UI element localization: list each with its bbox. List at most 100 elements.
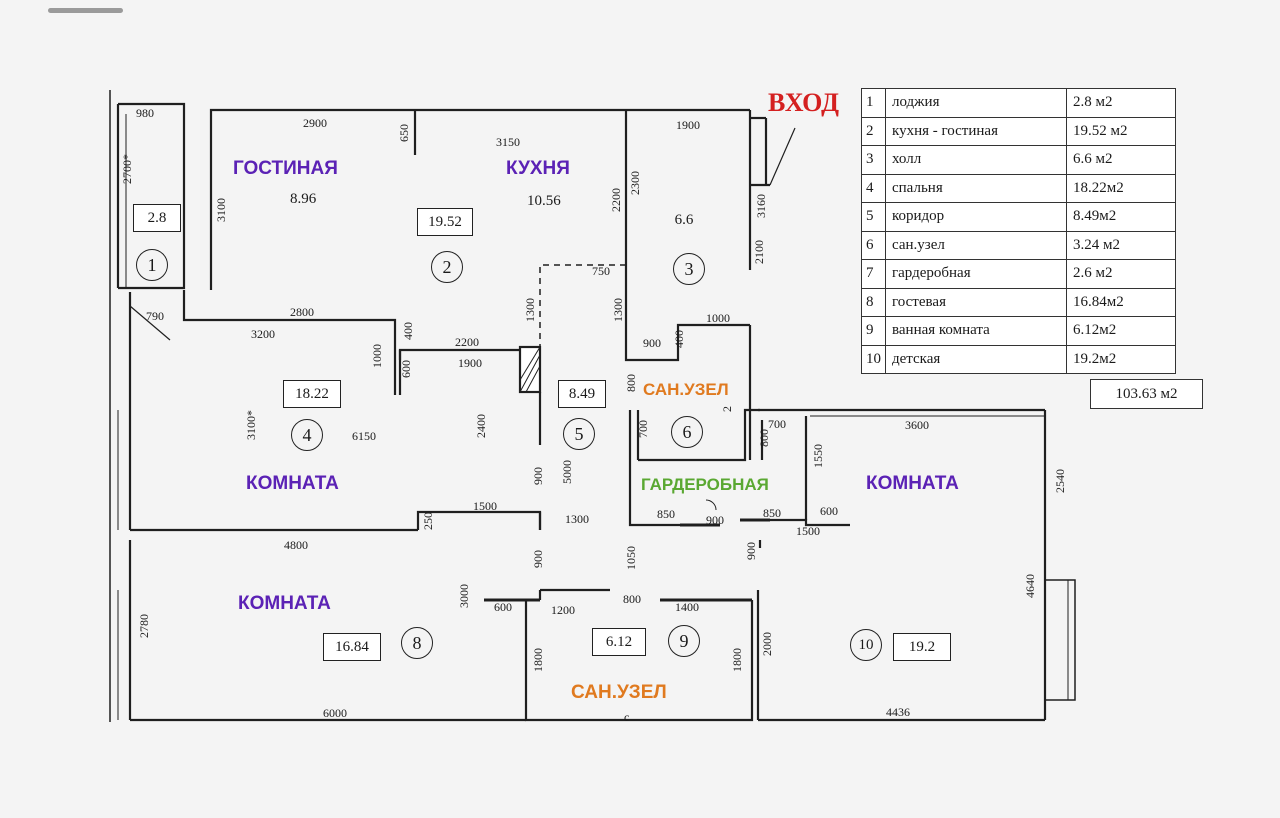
total-area: 103.63 м2 [1090,379,1203,409]
legend-room-area: 6.6 м2 [1066,145,1176,175]
legend-number: 2 [861,116,886,146]
legend-number: 1 [861,88,886,118]
label-kitchen: КУХНЯ [506,158,570,179]
legend-number: 7 [861,259,886,289]
dim-850-a: 850 [657,507,675,521]
dim-6150: 6150 [352,429,376,443]
dim-250: 250 [421,512,435,530]
legend-number: 8 [861,287,886,317]
dim-2700: 2700* [120,154,134,184]
dim-1300-hall: 1300 [611,298,625,322]
dim-2780: 2780 [137,614,151,638]
room-number-3: 3 [673,253,705,285]
dim-700-b: 700 [768,417,786,431]
label-bath-bottom: САН.УЗЕЛ [571,682,667,703]
legend-room-name: гостевая [885,287,1067,317]
dim-4640: 4640 [1023,574,1037,598]
dim-900-b: 900 [531,467,545,485]
dim-3100-bedroom: 3100* [244,410,258,440]
dim-2300: 2300 [628,171,642,195]
dim-400-a: 400 [401,322,415,340]
legend-room-name: кухня - гостиная [885,116,1067,146]
dim-3160: 3160 [754,194,768,218]
dim-2400: 2400 [474,414,488,438]
legend-room-name: коридор [885,202,1067,232]
legend-room-area: 19.2м2 [1066,344,1176,374]
legend-room-area: 19.52 м2 [1066,116,1176,146]
dim-600-b: 600 [820,504,838,518]
legend-room-area: 8.49м2 [1066,202,1176,232]
legend-room-area: 2.6 м2 [1066,259,1176,289]
legend-room-name: лоджия [885,88,1067,118]
room-number-8: 8 [401,627,433,659]
dim-900-c: 900 [706,513,724,527]
room-number-6: 6 [671,416,703,448]
area-box-4: 18.22 [283,380,341,408]
legend-room-name: детская [885,344,1067,374]
legend-number: 5 [861,202,886,232]
label-wardrobe: ГАРДЕРОБНАЯ [641,475,769,494]
legend-room-area: 16.84м2 [1066,287,1176,317]
dim-3150: 3150 [496,135,520,149]
dim-1200: 1200 [551,603,575,617]
dim-6000: 6000 [323,706,347,720]
dim-700-bath: 700 [636,420,650,438]
legend-number: 3 [861,145,886,175]
dim-2-small: 2 [720,406,734,412]
dim-4436: 4436 [886,705,910,719]
room-number-1: 1 [136,249,168,281]
entrance-label: ВХОД [768,88,839,117]
legend-room-area: 18.22м2 [1066,173,1176,203]
dim-3600: 3600 [905,418,929,432]
room-number-10: 10 [850,629,882,661]
dim-1550: 1550 [811,444,825,468]
legend-number: 4 [861,173,886,203]
dim-c-mark: c [624,710,630,724]
dim-850-b: 850 [763,506,781,520]
area-box-1: 2.8 [133,204,181,232]
room-number-9: 9 [668,625,700,657]
legend-number: 10 [861,344,886,374]
legend-number: 9 [861,316,886,346]
dim-2100: 2100 [752,240,766,264]
dim-800-c: 800 [623,592,641,606]
label-room-left: КОМНАТА [246,473,339,494]
dim-900-d: 900 [531,550,545,568]
dim-980: 980 [136,106,154,120]
dim-1000-b: 1000 [706,311,730,325]
label-bath-top: САН.УЗЕЛ [643,380,729,399]
dim-1500-b: 1500 [796,524,820,538]
legend-room-area: 6.12м2 [1066,316,1176,346]
label-living: ГОСТИНАЯ [233,158,338,179]
dim-1050: 1050 [624,546,638,570]
dim-600-a: 600 [399,360,413,378]
dim-2200-kitchen: 2200 [609,188,623,212]
legend-room-name: холл [885,145,1067,175]
dim-900-hall: 900 [643,336,661,350]
label-room-right: КОМНАТА [866,473,959,494]
area-box-3: 6.6 [674,212,694,228]
legend-room-name: ванная комната [885,316,1067,346]
room-number-4: 4 [291,419,323,451]
dim-650: 650 [397,124,411,142]
dim-3100-living: 3100 [214,198,228,222]
legend-room-name: спальня [885,173,1067,203]
dim-1900-top: 1900 [676,118,700,132]
dim-800-b: 800 [757,429,771,447]
dim-3000: 3000 [457,584,471,608]
dim-2800: 2800 [290,305,314,319]
area-box-2: 19.52 [417,208,473,236]
dim-2000: 2000 [760,632,774,656]
dim-790: 790 [146,309,164,323]
legend-number: 6 [861,230,886,260]
